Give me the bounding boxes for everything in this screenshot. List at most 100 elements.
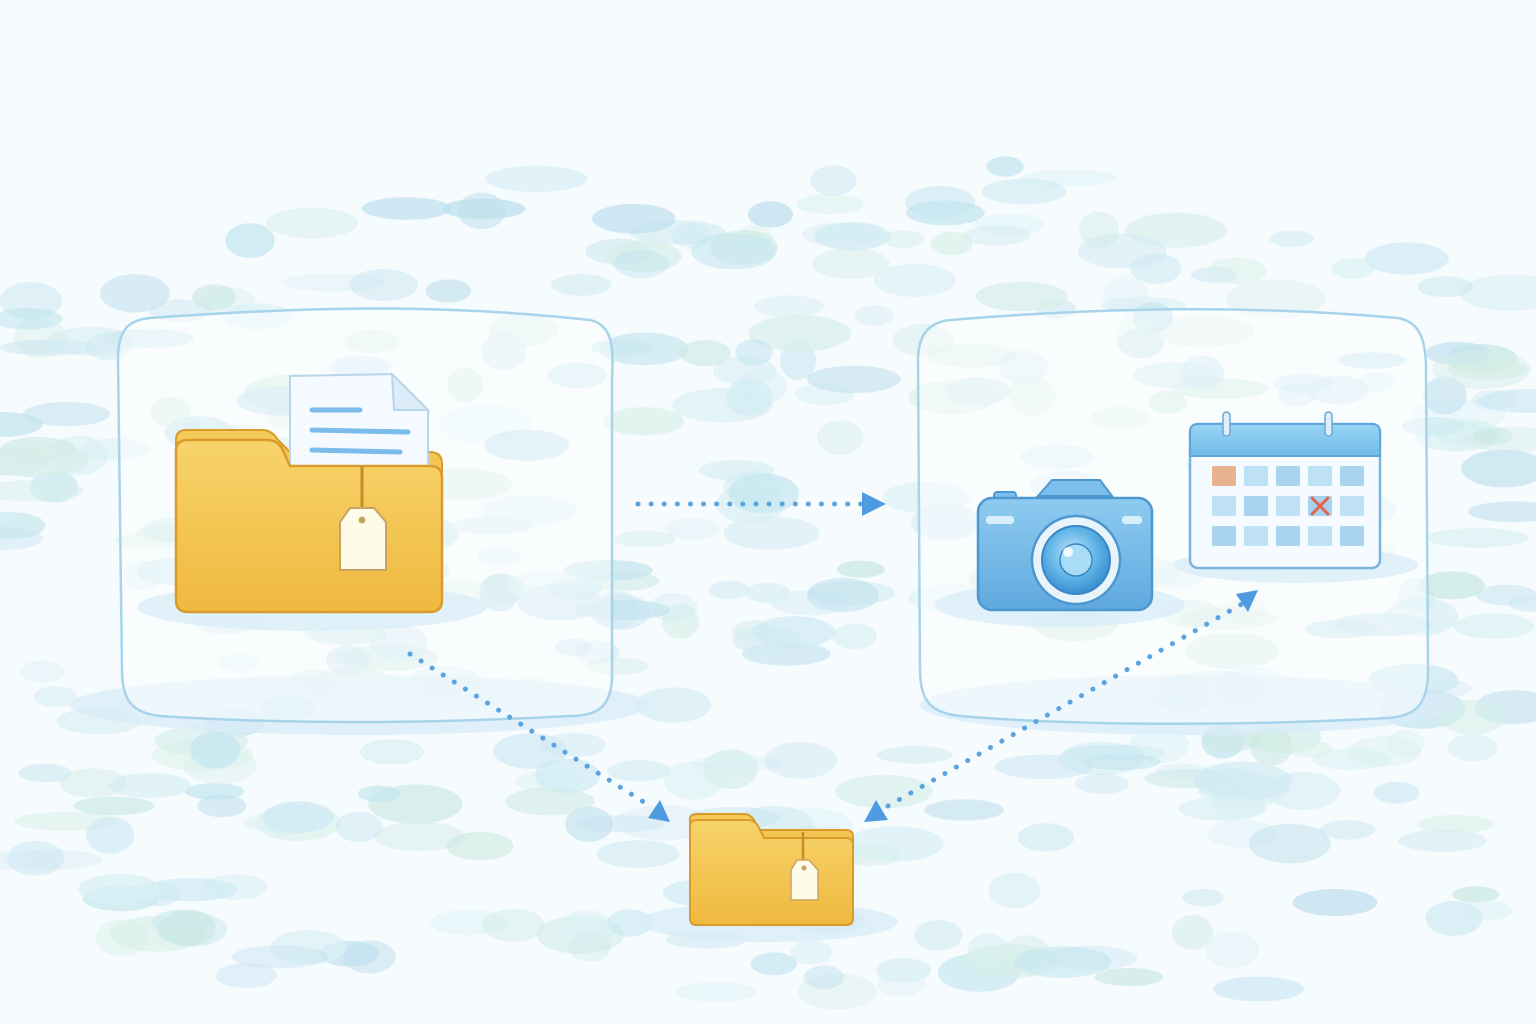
- water-blob: [217, 653, 261, 672]
- water-blob: [1461, 449, 1536, 488]
- water-blob: [613, 530, 677, 548]
- water-blob: [1014, 946, 1112, 978]
- water-blob: [425, 279, 472, 303]
- water-blob: [873, 263, 957, 297]
- tagged-folder-icon[interactable]: [689, 813, 854, 926]
- water-blob: [607, 760, 671, 782]
- water-blob: [676, 982, 758, 1002]
- water-blob: [814, 222, 891, 251]
- water-blob: [1398, 829, 1487, 852]
- water-blob: [876, 958, 931, 983]
- water-blob: [550, 273, 612, 296]
- water-blob: [615, 805, 710, 841]
- water-blob: [1079, 211, 1119, 249]
- arrowhead-right: [862, 492, 886, 516]
- water-blob: [568, 932, 612, 962]
- water-blob: [911, 504, 979, 541]
- water-blob: [160, 909, 216, 947]
- water-blob: [1118, 328, 1164, 359]
- water-blob: [1133, 362, 1219, 389]
- water-blob: [1185, 632, 1279, 670]
- water-blob: [810, 165, 857, 196]
- water-blob: [484, 429, 569, 461]
- water-blob: [1178, 796, 1267, 821]
- water-blob: [46, 326, 136, 356]
- water-blob: [1149, 390, 1187, 414]
- calendar-day-cell: [1276, 466, 1300, 486]
- water-blob: [747, 201, 794, 228]
- water-blob: [373, 821, 465, 852]
- water-blob: [662, 604, 700, 639]
- water-blob: [1432, 680, 1472, 697]
- water-blob: [803, 965, 845, 990]
- calendar-icon[interactable]: [1188, 411, 1382, 570]
- water-blob: [0, 339, 98, 356]
- water-blob: [357, 785, 401, 802]
- water-blob: [679, 340, 731, 367]
- water-blob: [0, 442, 89, 478]
- calendar-day-cell: [1308, 466, 1332, 486]
- water-blob: [59, 768, 127, 798]
- water-blob: [975, 281, 1068, 312]
- water-blob: [914, 920, 963, 951]
- water-blob: [231, 945, 328, 969]
- water-blob: [1286, 740, 1333, 758]
- water-blob: [1117, 313, 1154, 351]
- water-blob: [752, 616, 835, 648]
- water-blob: [1155, 763, 1210, 780]
- water-blob: [78, 873, 161, 905]
- water-blob: [1269, 230, 1315, 248]
- water-blob: [1425, 528, 1529, 548]
- water-blob: [1348, 736, 1422, 767]
- water-blob: [329, 355, 391, 378]
- water-blob: [1417, 276, 1474, 298]
- arrowhead-up-right: [1236, 590, 1258, 612]
- water-blob: [489, 312, 558, 347]
- water-blob: [452, 516, 534, 535]
- water-blob: [442, 198, 526, 220]
- water-blob: [606, 240, 682, 273]
- calendar-day-cell: [1212, 496, 1236, 516]
- calendar-mark-x-icon: [1310, 496, 1330, 516]
- calendar-day-cell: [1340, 466, 1364, 486]
- water-blob: [796, 194, 864, 215]
- water-blob: [150, 396, 191, 428]
- camera-icon[interactable]: [976, 479, 1154, 612]
- water-blob: [1423, 376, 1467, 415]
- water-blob: [665, 518, 720, 540]
- water-blob: [926, 343, 1017, 368]
- water-blob: [1477, 389, 1536, 413]
- arrowhead-down-right: [648, 800, 670, 822]
- water-blob: [446, 832, 514, 861]
- calendar-day-cell: [1308, 526, 1332, 546]
- water-blob: [596, 840, 680, 868]
- water-blob: [547, 362, 608, 389]
- water-blob: [1179, 607, 1277, 630]
- water-blob: [1082, 753, 1161, 771]
- water-blob: [1222, 598, 1268, 620]
- water-blob: [1312, 748, 1392, 770]
- water-blob: [930, 231, 973, 256]
- water-blob: [963, 225, 1031, 246]
- water-blob: [559, 909, 614, 949]
- water-blob: [215, 963, 277, 988]
- water-blob: [764, 742, 837, 779]
- water-blob: [1425, 900, 1483, 937]
- source-folder-icon[interactable]: [174, 371, 444, 614]
- water-blob: [986, 156, 1024, 177]
- water-blob: [263, 801, 334, 833]
- tag-icon: [790, 859, 819, 901]
- water-blob: [485, 165, 588, 193]
- water-blob: [504, 787, 595, 816]
- water-blob: [1277, 382, 1316, 407]
- water-blob: [812, 248, 890, 279]
- water-blob: [335, 811, 383, 843]
- water-blob: [361, 197, 452, 220]
- water-blob: [536, 915, 624, 954]
- water-blob: [1058, 741, 1145, 776]
- water-blob: [20, 660, 66, 683]
- water-blob: [998, 350, 1049, 384]
- water-blob: [807, 365, 901, 393]
- connector-target-to-destination: [885, 601, 1245, 809]
- water-blob: [123, 560, 162, 591]
